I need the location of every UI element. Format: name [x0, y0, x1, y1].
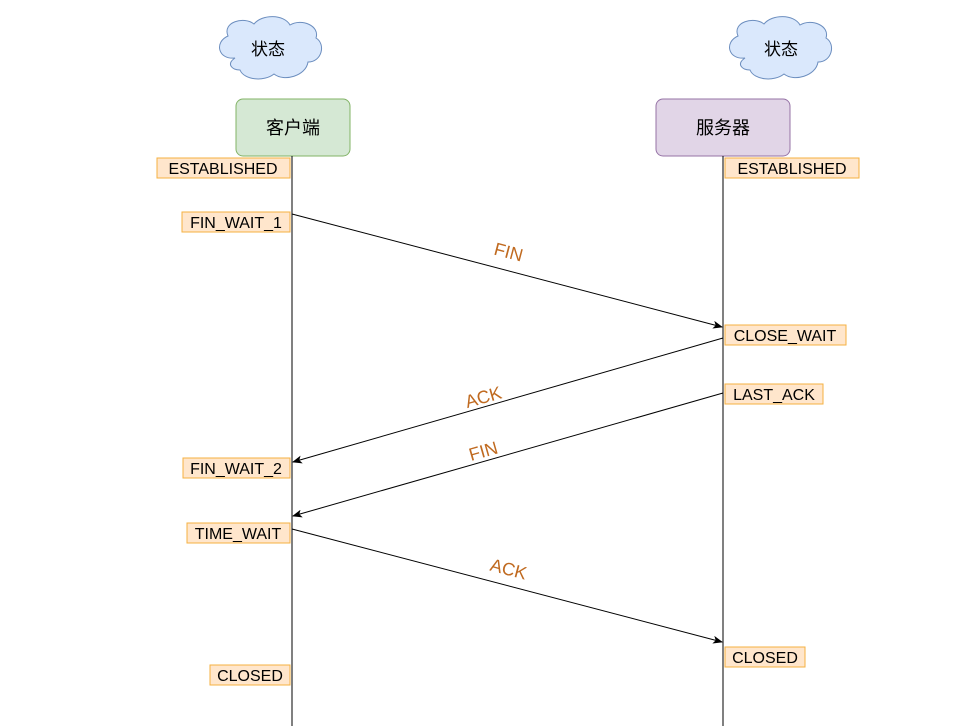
client-box-label: 客户端: [266, 118, 320, 139]
svg-text:ESTABLISHED: ESTABLISHED: [168, 161, 277, 178]
client-box: 客户端: [235, 98, 351, 157]
message-ack-client-to-server: ACK: [291, 528, 723, 644]
state-client-time-wait: TIME_WAIT: [186, 522, 291, 544]
state-server-established: ESTABLISHED: [724, 157, 860, 179]
state-server-last-ack: LAST_ACK: [724, 383, 824, 405]
message-fin-server-to-client: FIN: [292, 392, 724, 518]
client-cloud-icon: 状态: [219, 16, 323, 80]
server-box-label: 服务器: [696, 118, 750, 139]
message-ack-label: ACK: [463, 383, 504, 412]
server-cloud-label: 状态: [764, 40, 798, 60]
svg-text:CLOSED: CLOSED: [217, 668, 283, 685]
svg-text:ESTABLISHED: ESTABLISHED: [737, 161, 846, 178]
state-client-closed: CLOSED: [209, 664, 291, 686]
svg-text:LAST_ACK: LAST_ACK: [733, 387, 815, 404]
message-fin-label: FIN: [492, 239, 525, 266]
server-box: 服务器: [655, 98, 791, 157]
state-client-established: ESTABLISHED: [156, 157, 291, 179]
svg-text:FIN_WAIT_2: FIN_WAIT_2: [190, 461, 282, 478]
svg-text:FIN_WAIT_1: FIN_WAIT_1: [190, 215, 282, 232]
state-client-fin-wait-2: FIN_WAIT_2: [182, 457, 291, 479]
state-server-close-wait: CLOSE_WAIT: [724, 324, 847, 346]
message-ack-label: ACK: [488, 555, 529, 584]
svg-text:TIME_WAIT: TIME_WAIT: [195, 526, 282, 543]
state-server-closed: CLOSED: [724, 646, 806, 668]
server-cloud-icon: 状态: [729, 16, 833, 80]
message-fin-label: FIN: [467, 438, 500, 465]
svg-text:CLOSED: CLOSED: [732, 650, 798, 667]
message-ack-server-to-client: ACK: [292, 337, 724, 464]
message-fin-client-to-server: FIN: [291, 213, 723, 329]
svg-text:CLOSE_WAIT: CLOSE_WAIT: [734, 328, 837, 345]
state-client-fin-wait-1: FIN_WAIT_1: [181, 211, 291, 233]
client-cloud-label: 状态: [251, 40, 285, 60]
